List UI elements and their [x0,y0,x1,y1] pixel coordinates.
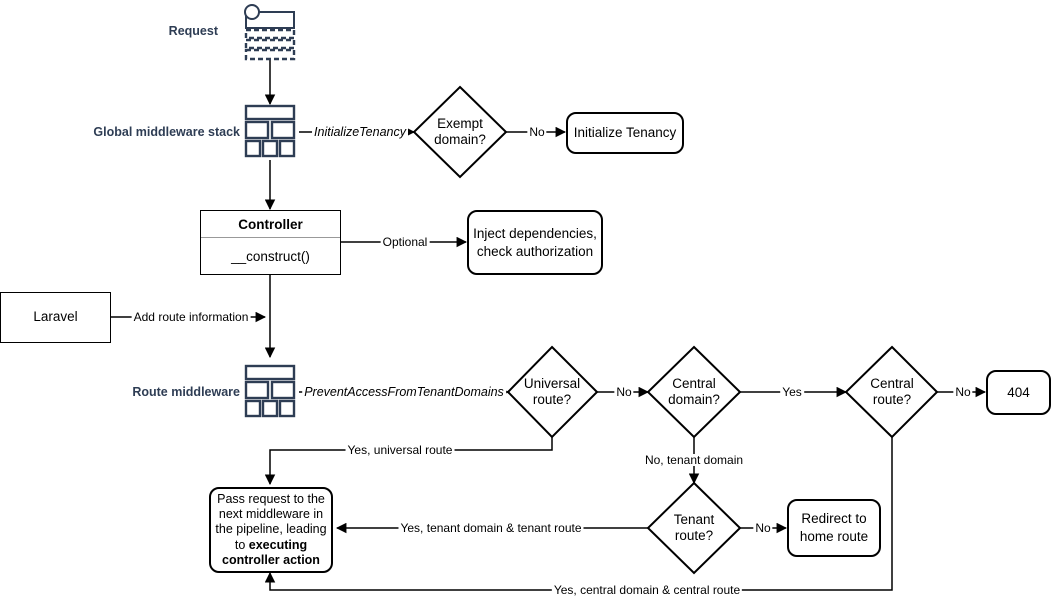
node-redirect-home-route[interactable]: Redirect to home route [787,499,881,557]
node-controller-method: __construct() [231,248,310,264]
node-inject-dependencies-line2: check authorization [476,243,594,259]
node-initialize-tenancy-label: Initialize Tenancy [573,125,677,141]
node-controller-title: Controller [201,211,340,238]
route-middleware-stack-icon [244,364,296,418]
label-route-middleware: Route middleware [132,385,240,399]
decision-central-domain-line1: Central [672,375,716,391]
edge-label-tenant-route-yes: Yes, tenant domain & tenant route [398,521,584,535]
decision-tenant-route-line1: Tenant [673,511,715,527]
decision-universal-route-line1: Universal [523,375,581,391]
decision-exempt-domain-line1: Exempt [437,115,483,131]
decision-tenant-route-text: Tenant route? [674,512,715,544]
node-controller[interactable]: Controller __construct() [200,210,341,275]
node-inject-dependencies[interactable]: Inject dependencies, check authorization [467,210,603,275]
node-redirect-home-route-text: Redirect to home route [800,510,868,545]
edge-label-tenant-route-no: No [753,521,773,535]
node-laravel[interactable]: Laravel [0,292,111,343]
http-request-icon [244,4,296,61]
node-pass-request-line1: Pass request to the [217,491,325,506]
node-pass-request-text: Pass request to the next middleware in t… [215,492,326,568]
edge-label-prevent-access-from-tenant-domains: PreventAccessFromTenantDomains [302,384,506,399]
global-middleware-stack-icon [244,104,296,158]
decision-exempt-domain-text: Exempt domain? [434,116,486,148]
edge-label-central-route-no: No [953,385,973,399]
edge-label-add-route-information: Add route information [131,310,251,324]
node-pass-request-line5-bold: controller action [222,552,320,567]
edge-label-universal-route-no: No [614,385,634,399]
decision-central-route [844,345,939,439]
node-404[interactable]: 404 [986,370,1051,415]
decision-central-route-text: Central route? [870,376,914,408]
edge-label-central-route-yes: Yes, central domain & central route [551,583,743,597]
decision-central-route-line2: route? [872,392,912,407]
decision-central-domain [646,345,742,439]
edge-label-initialize-tenancy: InitializeTenancy [312,124,408,139]
label-global-middleware-stack: Global middleware stack [93,125,240,139]
decision-tenant-route-line2: route? [674,528,714,543]
decision-universal-route [506,345,599,439]
node-pass-request[interactable]: Pass request to the next middleware in t… [209,487,333,573]
node-pass-request-line2: next middleware in [218,507,324,522]
node-inject-dependencies-line1: Inject dependencies, [473,225,597,241]
decision-exempt-domain-line2: domain? [434,132,486,147]
node-404-label: 404 [1007,384,1030,400]
decision-universal-route-line2: route? [532,392,572,407]
edge-label-exempt-domain-no: No [527,125,547,139]
node-pass-request-line3: the pipeline, leading [215,522,327,537]
edge-label-central-domain-yes: Yes [780,385,804,399]
edge-label-universal-route-yes: Yes, universal route [345,443,455,457]
decision-central-domain-line2: domain? [668,392,720,407]
node-initialize-tenancy[interactable]: Initialize Tenancy [566,112,684,154]
node-laravel-label: Laravel [33,309,78,325]
decision-central-route-line1: Central [870,375,914,391]
label-request: Request [168,24,218,38]
decision-universal-route-text: Universal route? [524,376,580,408]
decision-exempt-domain [412,85,508,179]
node-inject-dependencies-text: Inject dependencies, check authorization [473,225,597,260]
node-redirect-home-route-line1: Redirect to [801,511,867,527]
decision-tenant-route [646,481,742,575]
node-pass-request-line4-prefix: to [234,537,249,552]
edge-label-central-domain-no: No, tenant domain [642,453,746,467]
node-redirect-home-route-line2: home route [799,529,869,544]
edge-label-controller-optional: Optional [380,235,430,249]
decision-central-domain-text: Central domain? [668,376,720,408]
node-pass-request-line4-bold: executing [248,537,308,552]
